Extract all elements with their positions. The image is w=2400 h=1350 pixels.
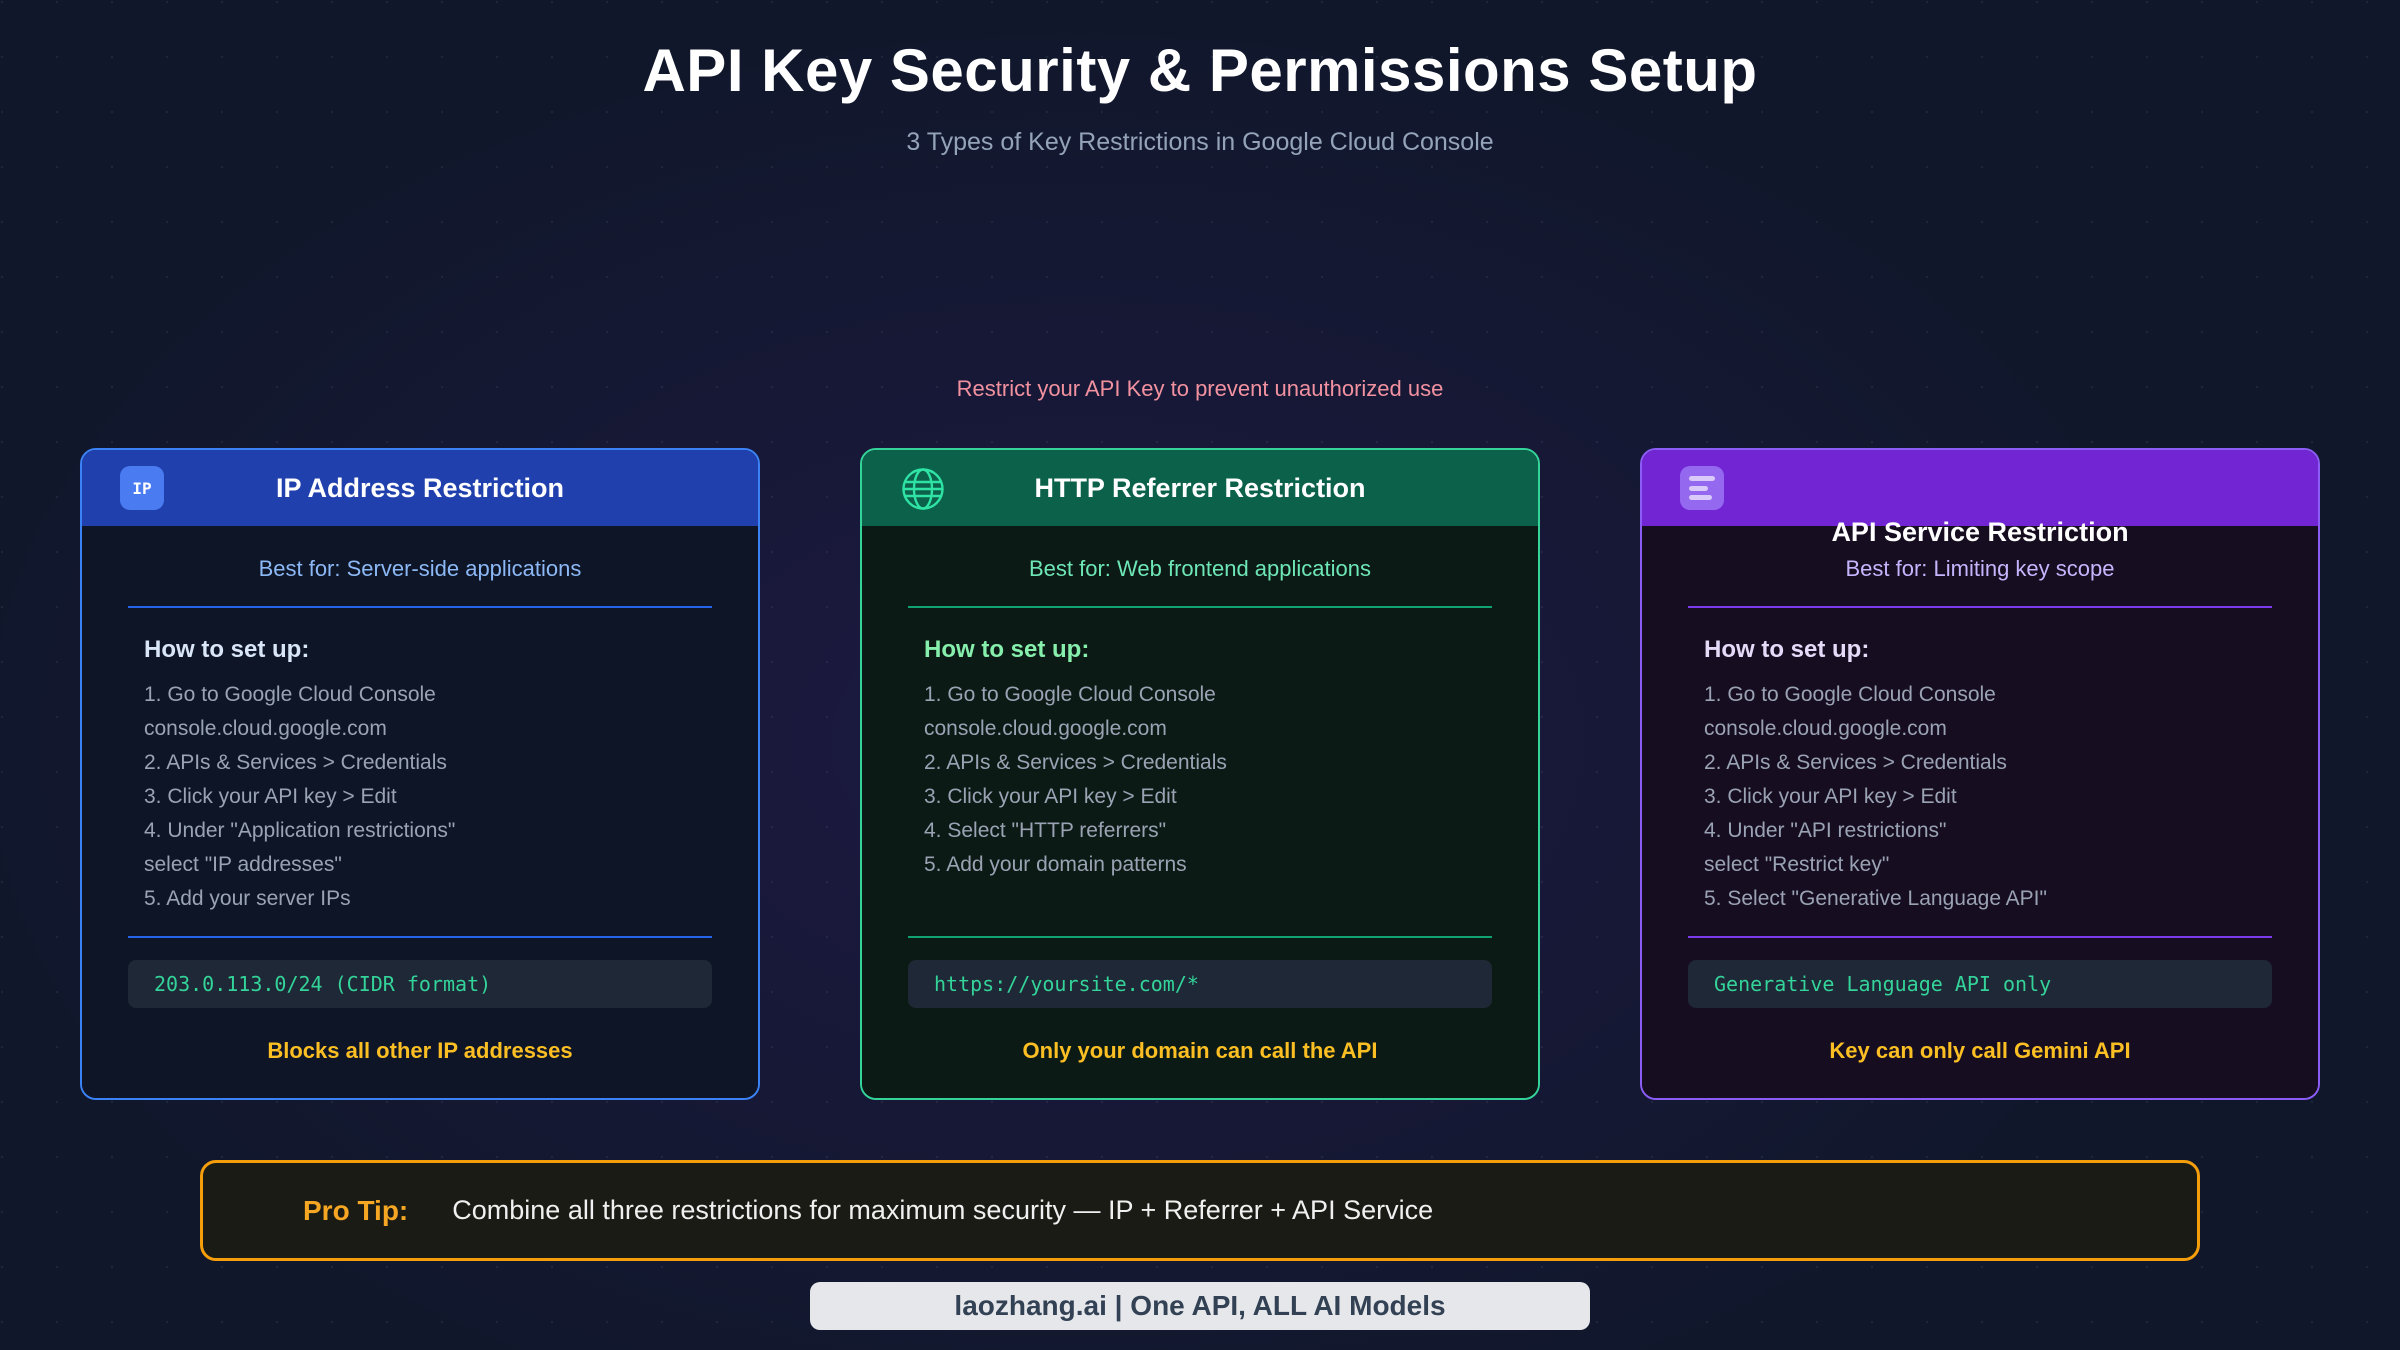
setup-step: 2. APIs & Services > Credentials (144, 751, 447, 774)
best-for-text: Best for: Web frontend applications (1028, 556, 1371, 581)
setup-step: console.cloud.google.com (144, 717, 387, 740)
card-service-restriction: API Service Restriction Best for: Limiti… (1640, 448, 2320, 1100)
code-example: https://yoursite.com/* (908, 960, 1492, 1008)
page-title: API Key Security & Permissions Setup (642, 37, 1758, 104)
divider (908, 936, 1492, 938)
card-referrer-title: HTTP Referrer Restriction (1034, 473, 1366, 503)
card-service-body: Best for: Limiting key scope How to set … (1642, 526, 2318, 1098)
setup-step: 5. Add your domain patterns (924, 853, 1187, 876)
setup-step: 4. Under "Application restrictions" (144, 819, 456, 842)
ip-badge-label: IP (132, 478, 152, 498)
best-for-text: Best for: Server-side applications (258, 556, 582, 581)
setup-step: 3. Click your API key > Edit (924, 785, 1177, 808)
card-referrer-restriction: HTTP Referrer Restriction Best for: Web … (860, 448, 1540, 1100)
setup-step: 3. Click your API key > Edit (1704, 785, 1957, 808)
effect-text: Blocks all other IP addresses (267, 1038, 573, 1063)
card-service-title: API Service Restriction (1831, 517, 2129, 547)
divider (128, 606, 712, 608)
setup-step: 1. Go to Google Cloud Console (924, 683, 1216, 706)
how-to-label: How to set up: (924, 636, 1090, 663)
code-example: Generative Language API only (1688, 960, 2272, 1008)
setup-step: 2. APIs & Services > Credentials (1704, 751, 2007, 774)
card-ip-header: IP IP Address Restriction (82, 450, 758, 526)
card-service-header: API Service Restriction (1642, 450, 2318, 547)
pro-tip-label: Pro Tip: (303, 1194, 409, 1226)
setup-step: console.cloud.google.com (1704, 717, 1947, 740)
pro-tip-text: Combine all three restrictions for maxim… (452, 1195, 1434, 1225)
setup-step: 3. Click your API key > Edit (144, 785, 397, 808)
setup-steps: 1. Go to Google Cloud Console console.clo… (128, 678, 712, 936)
card-ip-restriction: IP IP Address Restriction Best for: Serv… (80, 448, 760, 1100)
setup-step: 2. APIs & Services > Credentials (924, 751, 1227, 774)
globe-icon (900, 466, 946, 512)
restriction-cards-row: IP IP Address Restriction Best for: Serv… (80, 448, 2320, 1100)
footer-badge: laozhang.ai | One API, ALL AI Models (810, 1282, 1590, 1330)
how-to-label: How to set up: (144, 636, 310, 663)
card-referrer-body: Best for: Web frontend applications How … (862, 526, 1538, 1098)
divider (128, 936, 712, 938)
setup-step: 5. Select "Generative Language API" (1704, 887, 2047, 910)
pro-tip-box: Pro Tip: Combine all three restrictions … (200, 1160, 2200, 1261)
setup-step: 5. Add your server IPs (144, 887, 351, 910)
ip-badge-icon: IP (120, 466, 164, 510)
setup-step: 1. Go to Google Cloud Console (144, 683, 436, 706)
setup-step: select "Restrict key" (1704, 853, 1890, 876)
setup-step: 1. Go to Google Cloud Console (1704, 683, 1996, 706)
setup-steps: 1. Go to Google Cloud Console console.clo… (908, 678, 1492, 936)
card-ip-title: IP Address Restriction (275, 473, 565, 503)
setup-step: select "IP addresses" (144, 853, 342, 876)
divider (1688, 936, 2272, 938)
effect-text: Key can only call Gemini API (1829, 1038, 2131, 1063)
setup-step: 4. Select "HTTP referrers" (924, 819, 1167, 842)
page-subtitle: 3 Types of Key Restrictions in Google Cl… (906, 128, 1494, 156)
divider (1688, 606, 2272, 608)
code-example: 203.0.113.0/24 (CIDR format) (128, 960, 712, 1008)
footer-text: laozhang.ai | One API, ALL AI Models (954, 1290, 1446, 1321)
warning-banner: Restrict your API Key to prevent unautho… (956, 376, 1444, 401)
best-for-text: Best for: Limiting key scope (1845, 556, 2115, 581)
setup-steps: 1. Go to Google Cloud Console console.clo… (1688, 678, 2272, 936)
card-referrer-header: HTTP Referrer Restriction (862, 450, 1538, 526)
divider (908, 606, 1492, 608)
how-to-label: How to set up: (1704, 636, 1870, 663)
setup-step: console.cloud.google.com (924, 717, 1167, 740)
effect-text: Only your domain can call the API (1022, 1038, 1378, 1063)
setup-step: 4. Under "API restrictions" (1704, 819, 1947, 842)
list-badge-icon (1680, 466, 1724, 510)
card-ip-body: Best for: Server-side applications How t… (82, 526, 758, 1098)
